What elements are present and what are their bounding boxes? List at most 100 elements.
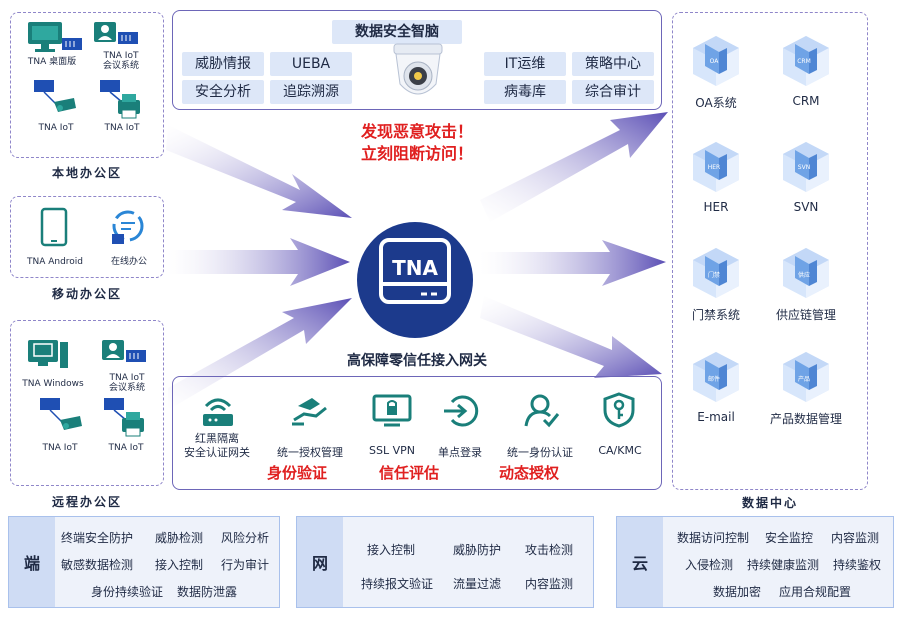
mobile-item-label: TNA Android <box>26 257 84 267</box>
server-cube-icon <box>693 248 739 298</box>
cloud-head: 云 <box>617 517 663 607</box>
router-icon <box>203 398 233 426</box>
arrow-gateway-to-dc-top <box>480 112 668 222</box>
capabilities-panel <box>172 376 662 490</box>
network-item: 持续报文验证 <box>361 577 434 591</box>
brain-tag: 病毒库 <box>484 80 566 104</box>
mobile-item-label: 在线办公 <box>110 257 147 267</box>
cloud-item: 持续鉴权 <box>833 558 882 572</box>
sso-login-icon <box>444 395 479 427</box>
server-cube-icon <box>783 248 829 298</box>
local-item-label: TNA 桌面版 <box>27 57 77 67</box>
brain-tag: 追踪溯源 <box>270 80 352 104</box>
brain-tag: UEBA <box>270 52 352 76</box>
remote-item-label: TNA IoT <box>42 443 78 453</box>
network-item: 流量过滤 <box>453 577 502 591</box>
capability-red-label: 动态授权 <box>498 464 559 482</box>
identity-icon <box>524 394 560 428</box>
data-center-title: 数据中心 <box>741 496 798 510</box>
brain-tag: 安全分析 <box>182 80 264 104</box>
network-head: 网 <box>297 517 343 607</box>
brain-tag: 综合审计 <box>572 80 654 104</box>
brain-tag: 威胁情报 <box>182 52 264 76</box>
capability-label: SSL VPN <box>369 444 415 457</box>
brain-tag: IT运维 <box>484 52 566 76</box>
server-badge: 邮件 <box>707 376 720 383</box>
printer-icon <box>104 398 144 437</box>
local-item-label: TNA IoT 会议系统 <box>102 51 139 71</box>
capability-label: 红黑隔离 安全认证网关 <box>184 432 250 459</box>
endpoint-item: 风险分析 <box>221 531 270 545</box>
remote-item-label: TNA IoT <box>108 443 144 453</box>
data-center-zone <box>672 12 868 490</box>
arrow-gateway-to-dc-mid <box>480 240 666 286</box>
capability-label: CA/KMC <box>598 444 642 457</box>
endpoint-item: 威胁检测 <box>155 531 204 545</box>
printer-icon <box>100 80 140 119</box>
capability-label: 单点登录 <box>438 446 482 459</box>
capability-label: 统一身份认证 <box>507 446 573 459</box>
brain-tag: 策略中心 <box>572 52 654 76</box>
endpoint-item: 身份持续验证 <box>91 585 164 599</box>
server-cube-icon <box>693 36 739 86</box>
online-office-icon <box>112 210 144 244</box>
server-badge: HER <box>707 164 721 171</box>
alert-line-2: 立刻阻断访问！ <box>360 144 473 163</box>
security-brain-panel <box>172 10 662 110</box>
tna-gateway-icon <box>357 222 473 338</box>
tablet-icon <box>40 207 68 247</box>
desktop-icon <box>28 22 62 52</box>
capability-red-label: 信任评估 <box>378 464 439 482</box>
windows-pc-icon <box>28 340 68 368</box>
server-badge: 门禁 <box>707 272 720 279</box>
arrow-remote-to-gateway <box>168 298 352 410</box>
network-item: 内容监测 <box>525 577 574 591</box>
arrow-gateway-to-dc-bottom <box>480 296 662 378</box>
cloud-box: 云 数据访问控制 安全监控 内容监测 入侵检测 持续健康监测 持续鉴权 数据加密… <box>616 516 894 608</box>
remote-item-label: TNA Windows <box>22 379 84 389</box>
gateway-label: TNA <box>392 256 438 280</box>
endpoint-box: 端 终端安全防护 威胁检测 风险分析 敏感数据检测 接入控制 行为审计 身份持续… <box>8 516 280 608</box>
brain-title: 数据安全智脑 <box>332 20 462 44</box>
remote-office-zone <box>10 320 164 486</box>
endpoint-item: 终端安全防护 <box>61 531 134 545</box>
local-zone-title: 本地办公区 <box>51 166 122 180</box>
cloud-item: 数据访问控制 <box>677 531 750 545</box>
cloud-item: 应用合规配置 <box>779 585 852 599</box>
data-center-system-label: CRM <box>792 94 820 108</box>
endpoint-head: 端 <box>9 517 55 607</box>
video-conference-icon <box>102 340 146 362</box>
local-office-zone <box>10 12 164 158</box>
server-badge: CRM <box>797 58 811 65</box>
cloud-item: 内容监测 <box>831 531 880 545</box>
security-camera-device-icon <box>393 43 443 95</box>
ssl-vpn-icon <box>372 394 412 427</box>
server-cube-icon <box>693 352 739 402</box>
network-box: 网 接入控制 威胁防护 攻击检测 持续报文验证 流量过滤 内容监测 <box>296 516 594 608</box>
mobile-office-zone <box>10 196 164 278</box>
server-cube-icon <box>783 142 829 192</box>
server-cube-icon <box>693 142 739 192</box>
server-badge: 产品 <box>797 376 810 383</box>
network-item: 攻击检测 <box>525 543 574 557</box>
mobile-zone-title: 移动办公区 <box>51 287 122 301</box>
capability-red-label: 身份验证 <box>266 464 327 482</box>
server-cube-icon <box>783 352 829 402</box>
remote-item-label: TNA IoT 会议系统 <box>108 373 145 393</box>
data-center-system-label: SVN <box>793 200 819 214</box>
server-cube-icon <box>783 36 829 86</box>
network-item: 接入控制 <box>367 543 416 557</box>
endpoint-item: 敏感数据检测 <box>61 558 134 572</box>
hand-authorize-icon <box>292 398 327 426</box>
server-badge: SVN <box>797 164 811 171</box>
arrow-mobile-to-gateway <box>168 238 350 286</box>
endpoint-item: 行为审计 <box>221 558 270 572</box>
local-item-label: TNA IoT <box>104 123 140 133</box>
remote-zone-title: 远程办公区 <box>51 495 122 509</box>
network-item: 威胁防护 <box>453 543 502 557</box>
data-center-system-label: HER <box>703 200 729 214</box>
server-badge: OA <box>709 58 719 65</box>
camera-icon <box>40 398 82 430</box>
server-badge: 供应 <box>797 272 810 279</box>
